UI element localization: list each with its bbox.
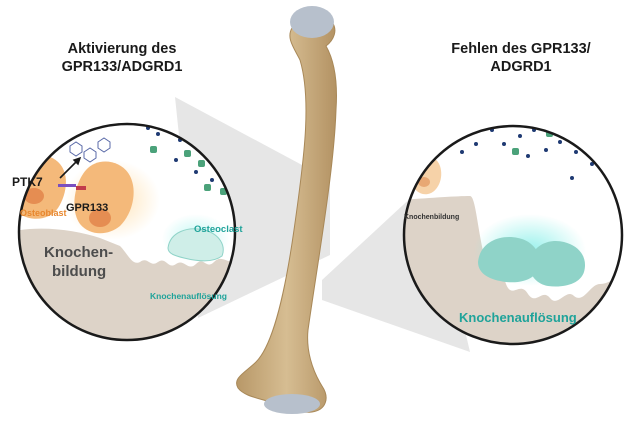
osteoblast-cell [74,161,134,234]
osteoclast-cell [167,228,224,262]
right-title-line2: ADGRD1 [490,59,552,75]
osteoblast-nucleus [24,188,44,204]
bone-tissue-right [404,196,622,344]
left-panel-title: Aktivierung des GPR133/ADGRD1 [22,40,222,76]
osteoclast-label: Osteoclast [194,224,243,235]
bone-formation-label-right: Knochenbildung [404,214,459,221]
bone-resorption-label-left: Knochenauflösung [150,291,227,301]
interaction-arrow [59,156,82,179]
right-panel-circle [402,124,624,346]
gpr133-label: GPR133 [66,202,108,214]
bone-resorption-label-right: Knochenauflösung [459,310,577,325]
left-title-line1: Aktivierung des [67,41,177,57]
ligand-molecule [69,137,111,163]
right-panel-title: Fehlen des GPR133/ ADGRD1 [416,40,626,76]
bone-formation-label-line2: bildung [52,263,106,280]
gpr133-receptor [76,186,86,190]
femoral-head [290,6,334,38]
bone-tissue-left [19,228,235,340]
ptk7-label: PTK7 [12,175,43,189]
osteoblast-nucleus [418,177,430,187]
osteoclast-cell [529,240,586,287]
osteoclast-cell [478,237,540,283]
femur-bone [236,6,337,414]
right-title-line1: Fehlen des GPR133/ [451,41,591,57]
femoral-condyle [264,394,320,414]
left-title-line2: GPR133/ADGRD1 [61,59,183,75]
ptk7-receptor [58,184,76,187]
osteoblast-label: Osteoblast [20,208,67,218]
osteoblast-nucleus [89,209,111,227]
bone-formation-label-line1: Knochen- [44,244,113,261]
